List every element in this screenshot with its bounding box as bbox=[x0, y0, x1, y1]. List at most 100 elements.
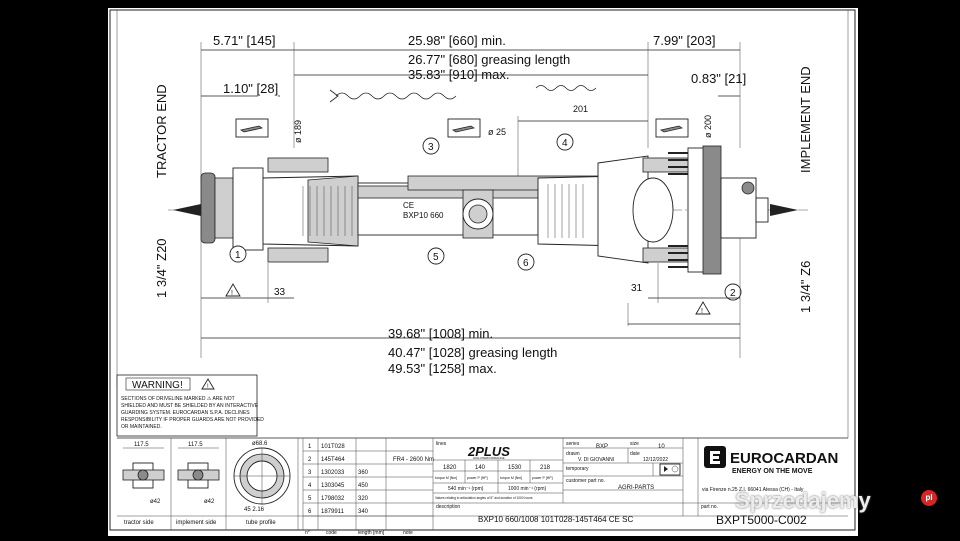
grease-gun-icon-center bbox=[447, 118, 481, 138]
svg-text:4: 4 bbox=[562, 138, 568, 149]
technical-drawing: 5.71" [145] 25.98" [660] min. 7.99" [203… bbox=[109, 9, 856, 536]
watermark: Sprzedajemy pl bbox=[735, 488, 937, 514]
svg-text:!: ! bbox=[207, 384, 209, 390]
company-address: via Firenze n.25 Z.I. 66041 Atessa (CH) … bbox=[702, 487, 804, 493]
logo-2plus: 2PLUS bbox=[467, 444, 510, 459]
dim-top-right: 7.99" [203] bbox=[653, 33, 715, 48]
callout-6: 6 bbox=[517, 253, 535, 271]
callout-4: 4 bbox=[556, 133, 574, 151]
date-value: 12/12/2022 bbox=[643, 457, 668, 463]
guard-bellows-right bbox=[547, 184, 584, 238]
series-label: series bbox=[566, 441, 580, 447]
dim-max-top: 35.83" [910] max. bbox=[408, 67, 509, 82]
parts-table-cell: 1 bbox=[308, 444, 312, 450]
spec-3: 1530 bbox=[508, 465, 522, 471]
warning-box: ! bbox=[116, 374, 258, 437]
parts-table-cell: 5 bbox=[308, 496, 312, 502]
lines-label: lines bbox=[436, 441, 447, 447]
watermark-text: Sprzedajemy bbox=[735, 488, 871, 513]
description-label: description bbox=[436, 504, 460, 510]
parts-table-cell: 1302033 bbox=[321, 470, 345, 476]
dim-greasing-top: 26.77" [680] greasing length bbox=[408, 52, 570, 67]
parts-table-header: note bbox=[403, 530, 413, 536]
warning-line-5: OR MAINTAINED. bbox=[121, 424, 162, 430]
warning-triangle-icon-left: ! bbox=[225, 283, 241, 297]
description-value: BXP10 660/1008 101T028-145T464 CE SC bbox=[478, 515, 633, 524]
implement-end-label: IMPLEMENT END bbox=[798, 66, 813, 173]
dim-33: 33 bbox=[274, 287, 286, 298]
implement-side-dia: ø42 bbox=[204, 499, 215, 505]
tractor-side-dia: ø42 bbox=[150, 499, 161, 505]
dim-d189: ø 189 bbox=[293, 120, 303, 143]
eurocardan-logo bbox=[704, 446, 726, 468]
spec-4: 218 bbox=[540, 465, 551, 471]
spec-label-4: power P [HP] bbox=[532, 476, 553, 480]
part-no-value: BXPT5000-C002 bbox=[716, 513, 807, 527]
size-label: size bbox=[630, 441, 639, 447]
tube-profile-dims: 45 2.16 bbox=[244, 507, 265, 513]
svg-text:1: 1 bbox=[235, 250, 241, 261]
warning-line-4: RESPONSIBILITY IF PROPER GUARDS ARE NOT … bbox=[121, 417, 264, 423]
parts-table-cell: 320 bbox=[358, 496, 369, 502]
dim-top-left: 5.71" [145] bbox=[213, 33, 275, 48]
parts-table-cell: FR4 - 2600 Nm bbox=[393, 457, 434, 463]
safety-chain-left bbox=[329, 89, 457, 103]
warning-line-2: SHIELDED AND MUST BE SHIELDED BY AN INTE… bbox=[121, 403, 259, 409]
svg-text:!: ! bbox=[701, 308, 703, 315]
svg-text:3: 3 bbox=[428, 142, 434, 153]
symbol-box bbox=[659, 463, 681, 476]
dim-bottom-greasing: 40.47" [1028] greasing length bbox=[388, 345, 557, 360]
implement-spline-label: 1 3/4" Z6 bbox=[798, 261, 813, 313]
warning-line-1: SECTIONS OF DRIVELINE MARKED ⚠ ARE NOT bbox=[121, 396, 235, 402]
temporary-label: temporary bbox=[566, 466, 589, 472]
warning-triangle-icon-right: ! bbox=[695, 301, 711, 315]
tractor-side-width: 117.5 bbox=[134, 442, 149, 448]
parts-table-cell: 2 bbox=[308, 457, 312, 463]
tractor-side-view bbox=[122, 447, 165, 489]
title-block bbox=[433, 438, 848, 516]
customer-label: customer part no. bbox=[566, 478, 605, 484]
logo-2plus-sub: HIGH PERFORMANCE bbox=[473, 456, 505, 460]
customer-value: AGRI-PARTS bbox=[618, 485, 654, 491]
drawn-label: drawn bbox=[566, 451, 580, 457]
tractor-end-label: TRACTOR END bbox=[154, 84, 169, 178]
parts-table-cell: 3 bbox=[308, 470, 312, 476]
spec-note: Values relating to articulation angles o… bbox=[435, 496, 533, 500]
watermark-badge: pl bbox=[921, 490, 937, 506]
tractor-spline-label: 1 3/4" Z20 bbox=[154, 238, 169, 298]
parts-table-cell: 1879911 bbox=[321, 509, 345, 515]
spec-label-1: torque M [Nm] bbox=[435, 476, 457, 480]
dim-right-offset: 0.83" [21] bbox=[691, 71, 746, 86]
company-tagline: ENERGY ON THE MOVE bbox=[732, 468, 813, 475]
size-value: 10 bbox=[658, 444, 665, 450]
svg-text:5: 5 bbox=[433, 252, 439, 263]
parts-table-cell: 6 bbox=[308, 509, 312, 515]
grease-gun-icon-left bbox=[235, 118, 269, 138]
parts-table-cell: 101T028 bbox=[321, 444, 345, 450]
implement-side-label: implement side bbox=[176, 520, 217, 526]
svg-text:6: 6 bbox=[523, 258, 529, 269]
svg-text:!: ! bbox=[231, 290, 233, 297]
parts-table-header: code bbox=[326, 530, 337, 536]
dim-bottom-max: 49.53" [1258] max. bbox=[388, 361, 497, 376]
warning-line-3: GUARDING SYSTEM. EUROCARDAN S.P.A. DECLI… bbox=[121, 410, 250, 416]
tube-profile-dia: ø68.6 bbox=[252, 441, 268, 447]
part-no-label: part no. bbox=[701, 504, 718, 510]
parts-table-cell: 1303045 bbox=[321, 483, 345, 489]
drawing-sheet: 5.71" [145] 25.98" [660] min. 7.99" [203… bbox=[108, 8, 858, 536]
spec-label-3: torque M [Nm] bbox=[500, 476, 522, 480]
dimension-lines-top bbox=[200, 42, 741, 183]
driveline-assembly: CE BXP10 660 bbox=[168, 145, 808, 275]
company-name: EUROCARDAN bbox=[730, 450, 838, 467]
dim-bottom-min: 39.68" [1008] min. bbox=[388, 326, 493, 341]
parts-table-cell: 145T464 bbox=[321, 457, 345, 463]
series-value: BXP bbox=[596, 444, 608, 450]
dimension-lines-bottom bbox=[200, 238, 741, 358]
clutch-springs bbox=[668, 152, 688, 268]
callout-1: 1 bbox=[229, 245, 247, 263]
shaft-marking-ce: CE bbox=[403, 201, 414, 210]
parts-table-cell: 450 bbox=[358, 483, 369, 489]
guard-bellows-left bbox=[302, 186, 353, 236]
drawn-value: V. DI GIOVANNI bbox=[578, 457, 614, 463]
dim-31: 31 bbox=[631, 283, 643, 294]
